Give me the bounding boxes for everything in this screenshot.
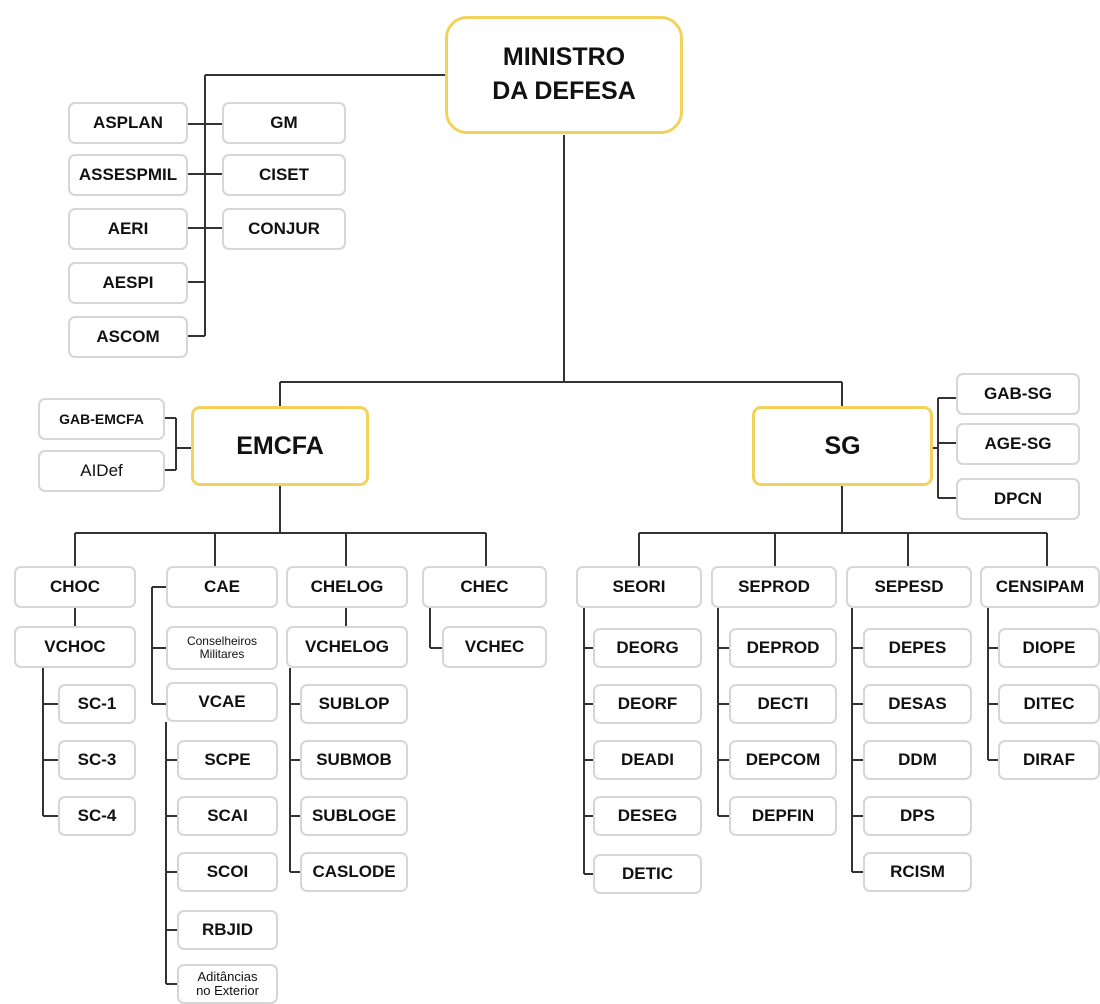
node-vchoc[interactable]: VCHOC: [14, 626, 136, 668]
node-aditancias-exterior[interactable]: Aditâncias no Exterior: [177, 964, 278, 1004]
node-depfin[interactable]: DEPFIN: [729, 796, 837, 836]
node-censipam[interactable]: CENSIPAM: [980, 566, 1100, 608]
node-sc-3[interactable]: SC-3: [58, 740, 136, 780]
node-conselheiros-militares[interactable]: Conselheiros Militares: [166, 626, 278, 670]
node-emcfa[interactable]: EMCFA: [191, 406, 369, 486]
node-deseg[interactable]: DESEG: [593, 796, 702, 836]
node-age-sg[interactable]: AGE-SG: [956, 423, 1080, 465]
node-ditec[interactable]: DITEC: [998, 684, 1100, 724]
node-conjur[interactable]: CONJUR: [222, 208, 346, 250]
node-desas[interactable]: DESAS: [863, 684, 972, 724]
node-dps[interactable]: DPS: [863, 796, 972, 836]
node-deorf[interactable]: DEORF: [593, 684, 702, 724]
node-gab-emcfa[interactable]: GAB-EMCFA: [38, 398, 165, 440]
node-sepesd[interactable]: SEPESD: [846, 566, 972, 608]
node-scpe[interactable]: SCPE: [177, 740, 278, 780]
aditancias-line2: no Exterior: [196, 983, 259, 998]
node-deadi[interactable]: DEADI: [593, 740, 702, 780]
node-deprod[interactable]: DEPROD: [729, 628, 837, 668]
node-chelog[interactable]: CHELOG: [286, 566, 408, 608]
node-decti[interactable]: DECTI: [729, 684, 837, 724]
node-deorg[interactable]: DEORG: [593, 628, 702, 668]
node-sg[interactable]: SG: [752, 406, 933, 486]
node-ddm[interactable]: DDM: [863, 740, 972, 780]
node-gm[interactable]: GM: [222, 102, 346, 144]
node-subloge[interactable]: SUBLOGE: [300, 796, 408, 836]
node-depcom[interactable]: DEPCOM: [729, 740, 837, 780]
root-title-line2: DA DEFESA: [492, 77, 636, 105]
node-assespmil[interactable]: ASSESPMIL: [68, 154, 188, 196]
node-sc-1[interactable]: SC-1: [58, 684, 136, 724]
node-choc[interactable]: CHOC: [14, 566, 136, 608]
root-node[interactable]: MINISTRO DA DEFESA: [445, 16, 683, 134]
conselheiros-line1: Conselheiros: [186, 634, 258, 649]
node-seprod[interactable]: SEPROD: [711, 566, 837, 608]
node-caslode[interactable]: CASLODE: [300, 852, 408, 892]
node-diraf[interactable]: DIRAF: [998, 740, 1100, 780]
node-vchec[interactable]: VCHEC: [442, 626, 547, 668]
node-vcae[interactable]: VCAE: [166, 682, 278, 722]
node-scai[interactable]: SCAI: [177, 796, 278, 836]
node-ciset[interactable]: CISET: [222, 154, 346, 196]
root-title-line1: MINISTRO: [502, 43, 626, 72]
node-cae[interactable]: CAE: [166, 566, 278, 608]
node-gab-sg[interactable]: GAB-SG: [956, 373, 1080, 415]
node-rbjid[interactable]: RBJID: [177, 910, 278, 950]
node-ascom[interactable]: ASCOM: [68, 316, 188, 358]
node-scoi[interactable]: SCOI: [177, 852, 278, 892]
node-dpcn[interactable]: DPCN: [956, 478, 1080, 520]
node-submob[interactable]: SUBMOB: [300, 740, 408, 780]
node-aeri[interactable]: AERI: [68, 208, 188, 250]
node-chec[interactable]: CHEC: [422, 566, 547, 608]
node-seori[interactable]: SEORI: [576, 566, 702, 608]
aditancias-line1: Aditâncias: [197, 969, 258, 985]
node-sublop[interactable]: SUBLOP: [300, 684, 408, 724]
node-detic[interactable]: DETIC: [593, 854, 702, 894]
node-sc-4[interactable]: SC-4: [58, 796, 136, 836]
node-vchelog[interactable]: VCHELOG: [286, 626, 408, 668]
node-aidef[interactable]: AIDef: [38, 450, 165, 492]
node-depes[interactable]: DEPES: [863, 628, 972, 668]
node-rcism[interactable]: RCISM: [863, 852, 972, 892]
node-asplan[interactable]: ASPLAN: [68, 102, 188, 144]
conselheiros-line2: Militares: [199, 647, 245, 661]
node-aespi[interactable]: AESPI: [68, 262, 188, 304]
node-diope[interactable]: DIOPE: [998, 628, 1100, 668]
